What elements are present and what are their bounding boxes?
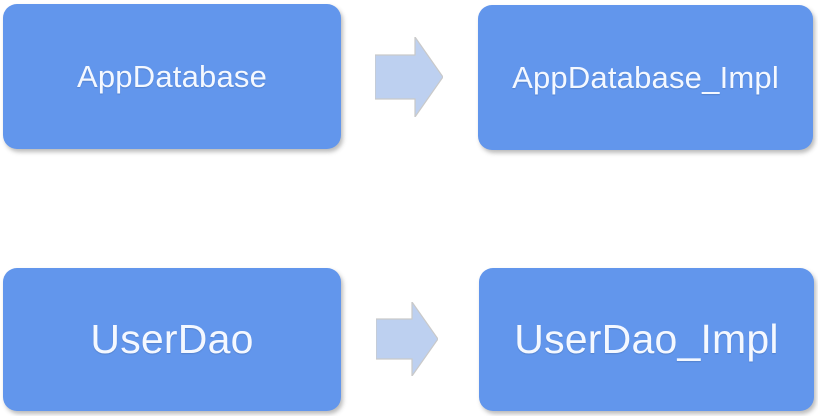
node-app-database-impl-label: AppDatabase_Impl <box>512 60 779 95</box>
node-app-database-label: AppDatabase <box>76 59 268 94</box>
block-arrow-right-icon-shape <box>376 302 438 376</box>
node-user-dao[interactable]: UserDao <box>3 268 341 411</box>
node-app-database-impl[interactable]: AppDatabase_Impl <box>478 5 813 150</box>
node-app-database[interactable]: AppDatabase <box>3 4 341 149</box>
node-user-dao-impl[interactable]: UserDao_Impl @稀土掘金技术社区 <box>479 268 814 411</box>
block-arrow-right-icon <box>375 37 443 117</box>
block-arrow-right-icon <box>376 302 438 376</box>
node-user-dao-label: UserDao <box>90 316 254 362</box>
node-user-dao-impl-label: UserDao_Impl <box>514 316 779 362</box>
block-arrow-right-icon-shape <box>375 37 443 117</box>
